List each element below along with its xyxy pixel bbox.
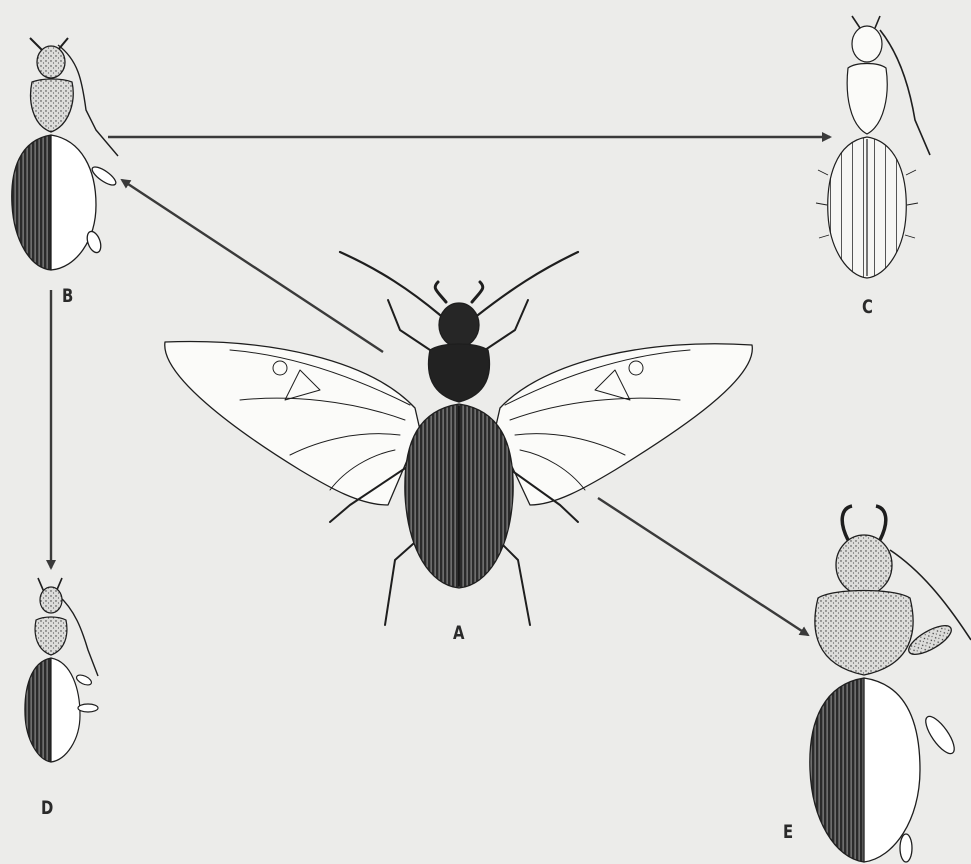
- left-wing: [165, 342, 420, 505]
- beetle-b-head: [37, 46, 65, 78]
- label-a: A: [453, 622, 464, 644]
- beetle-b-elytra-left: [12, 135, 51, 270]
- arrow-a-to-e: [598, 498, 808, 635]
- beetle-e-pronotum: [815, 591, 913, 676]
- arrow-a-to-b: [122, 180, 383, 352]
- beetle-c-pronotum: [847, 64, 887, 135]
- label-c: C: [862, 296, 873, 318]
- beetle-a-head: [439, 303, 479, 347]
- beetle-d-illustration: [25, 578, 98, 762]
- right-wing: [495, 344, 752, 505]
- label-e: E: [783, 821, 793, 843]
- label-b: B: [62, 285, 73, 307]
- beetle-b-pronotum: [31, 79, 74, 132]
- beetle-e-elytra-right: [864, 678, 920, 862]
- beetle-d-head: [40, 587, 62, 613]
- beetle-a-illustration: [165, 252, 753, 625]
- beetle-b-elytra-right: [51, 135, 96, 270]
- label-d: D: [41, 797, 53, 819]
- beetle-d-elytra-left: [25, 658, 51, 762]
- beetle-e-illustration: [810, 506, 971, 862]
- beetle-c-illustration: [816, 16, 930, 278]
- beetle-c-head: [852, 26, 882, 62]
- beetle-e-head: [836, 535, 892, 595]
- beetle-a-pronotum: [429, 344, 490, 402]
- beetle-b-illustration: [12, 38, 119, 270]
- beetle-e-elytra-left: [810, 678, 864, 862]
- beetle-d-pronotum: [35, 617, 67, 655]
- beetle-d-elytra-right: [51, 658, 80, 762]
